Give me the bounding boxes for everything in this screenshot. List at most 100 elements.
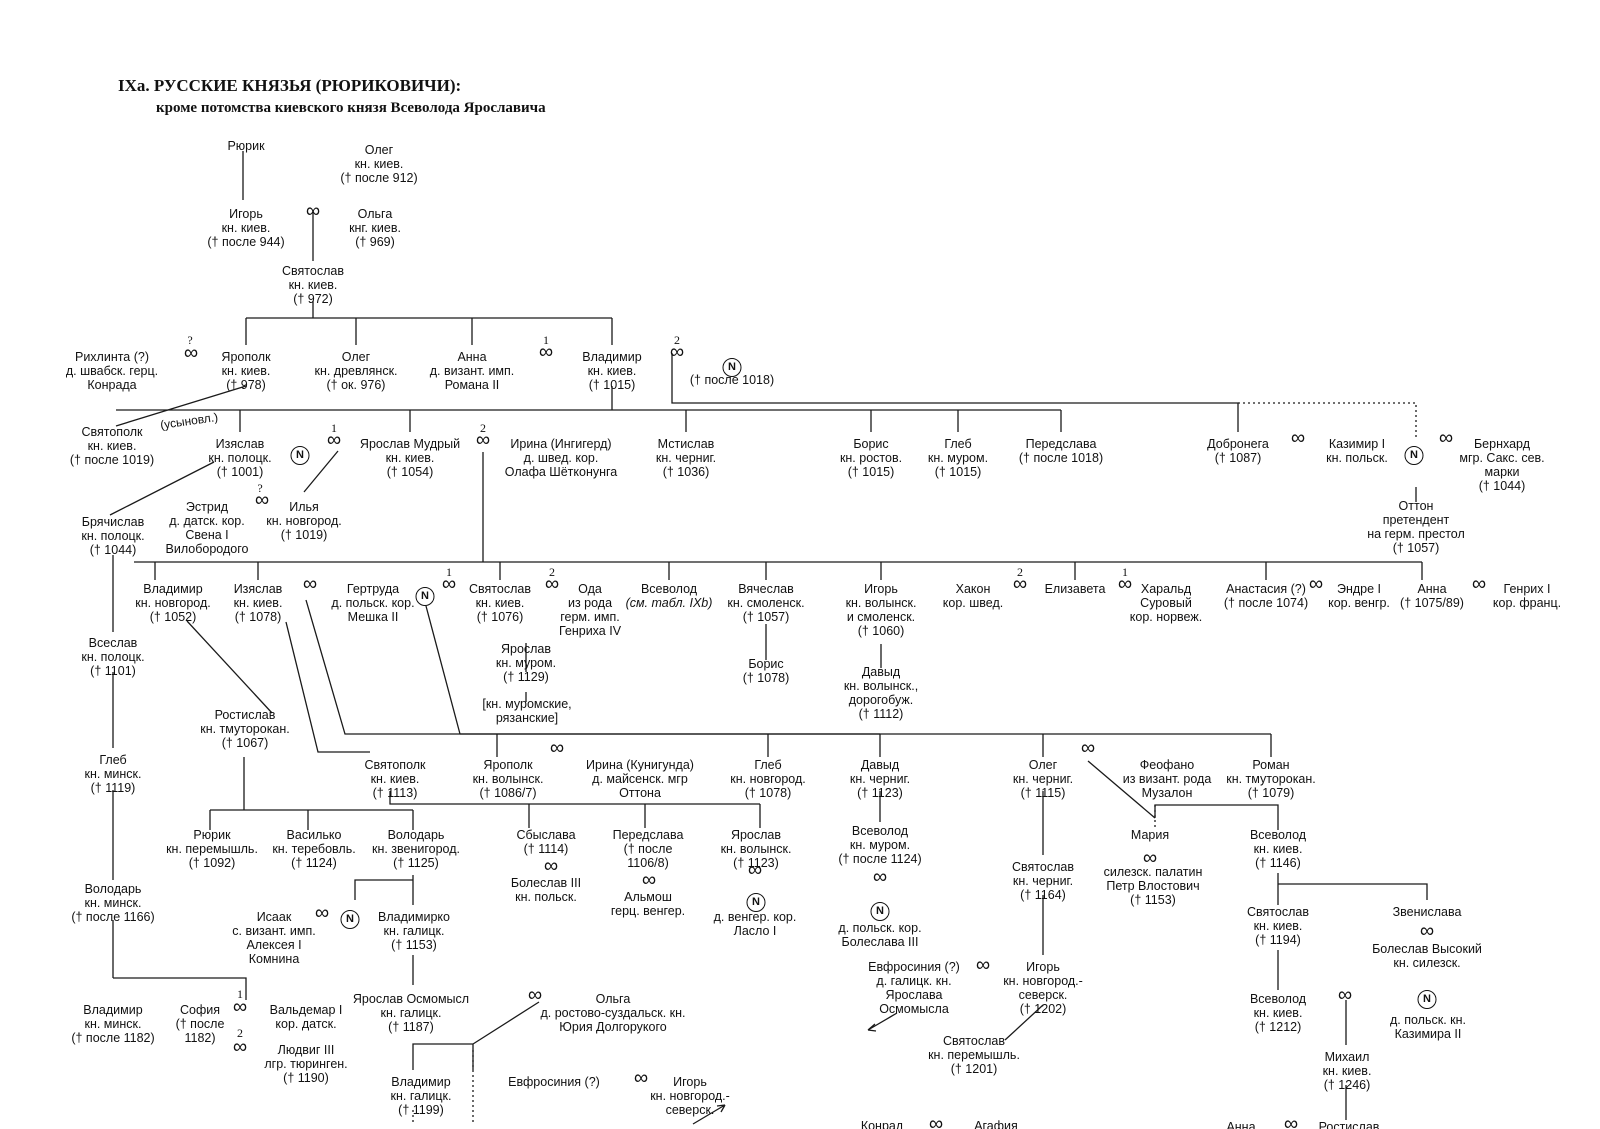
person-detail: († 1194): [1255, 933, 1301, 947]
person-name: Эстрид: [185, 500, 229, 514]
person-detail: († после 1182): [71, 1031, 155, 1045]
marriage-symbol: ∞: [1142, 847, 1158, 869]
concubine-marker-icon: N: [415, 587, 435, 606]
marriage-symbol: ∞: [314, 902, 330, 924]
person-name: Глеб: [99, 753, 127, 767]
person-detail: кн. польск.: [1326, 451, 1388, 465]
person-detail: († 1079): [1247, 786, 1295, 800]
person-maria: Мария: [1131, 828, 1169, 842]
person-detail: кн. минск.: [84, 896, 142, 910]
person-name: Ярополк: [483, 758, 533, 772]
person-name: Владимир: [391, 1075, 451, 1089]
person-name: Василько: [286, 828, 342, 842]
person-name: († после 1018): [689, 373, 775, 387]
marriage-symbol: ∞: [183, 342, 199, 364]
person-detail: кн. полоцк.: [208, 451, 272, 465]
person-detail: († 1015): [588, 378, 636, 392]
person-detail: († 1129): [503, 670, 549, 684]
concubine-marker-icon: N: [722, 358, 742, 377]
person-detail: мгр. Сакс. сев.: [1459, 451, 1545, 465]
person-name: Святослав: [469, 582, 531, 596]
person-detail: Ласло I: [733, 924, 777, 938]
person-name: Всеволод: [1249, 992, 1307, 1006]
person-name: Анастасия (?): [1226, 582, 1306, 596]
marriage-symbol: ∞: [669, 341, 685, 363]
person-name: Казимир I: [1328, 437, 1386, 451]
person-name: Анна: [1417, 582, 1447, 596]
person-name: Вячеслав: [738, 582, 794, 596]
person-name: Илья: [289, 500, 319, 514]
person-detail: кн. волынск.: [472, 772, 544, 786]
person-detail: († 1123): [857, 786, 903, 800]
person-detail: кн. полоцк.: [81, 529, 145, 543]
person-detail: († 1199): [398, 1103, 444, 1117]
person-detail: Свена I: [185, 528, 229, 542]
person-name: Ярослав: [500, 642, 552, 656]
person-detail: кн. киев.: [233, 596, 283, 610]
person-name: д. польск. кн.: [1389, 1013, 1467, 1027]
person-name: Давыд: [860, 758, 900, 772]
person-konrad: Конрад: [861, 1119, 903, 1129]
person-detail: († 1115): [1020, 786, 1066, 800]
person-vlad-wife2: († после 1018): [690, 373, 774, 387]
person-name: Ярослав Осмомысл: [352, 992, 470, 1006]
person-detail: († 1113): [372, 786, 418, 800]
person-detail: († 1054): [386, 465, 434, 479]
person-name: Евфросиния (?): [508, 1075, 600, 1089]
person-name: Глеб: [754, 758, 782, 772]
person-detail: Мешка II: [347, 610, 399, 624]
marriage-symbol: ∞: [302, 573, 318, 595]
person-name: Владимир: [143, 582, 203, 596]
person-detail: Петр Влостович: [1106, 879, 1200, 893]
concubine-marker-icon: N: [340, 910, 360, 929]
person-detail: кор. венгр.: [1328, 596, 1390, 610]
person-detail: († после: [623, 842, 673, 856]
person-detail: кн. силезск.: [1393, 956, 1461, 970]
person-detail: кн. новгород.-: [1003, 974, 1083, 988]
person-detail: кн. киев.: [1253, 1006, 1303, 1020]
person-detail: кн. перемышль.: [166, 842, 258, 856]
person-detail: кн. смоленск.: [727, 596, 805, 610]
person-detail: лгр. тюринген.: [264, 1057, 348, 1071]
person-name: Игорь: [229, 207, 263, 221]
person-detail: Романа II: [444, 378, 500, 392]
concubine-marker-icon: N: [746, 893, 766, 912]
person-boleslav3d: д. польск. кор.Болеслава III: [838, 921, 921, 949]
person-detail: († 1044): [89, 543, 137, 557]
marriage-symbol: ∞: [1438, 427, 1454, 449]
person-detail: кн. древлянск.: [314, 364, 398, 378]
person-name: Всеволод: [851, 824, 909, 838]
person-detail: († 1044): [1478, 479, 1526, 493]
person-detail: кн. муром.: [495, 656, 557, 670]
marriage-symbol: ∞: [549, 737, 565, 759]
person-detail: кн. киев.: [221, 364, 271, 378]
person-name: Евфросиния (?): [868, 960, 960, 974]
person-detail: из рода: [567, 596, 613, 610]
person-detail: Конрада: [87, 378, 137, 392]
person-detail: Алексея I: [246, 938, 302, 952]
person-name: Владимирко: [378, 910, 450, 924]
